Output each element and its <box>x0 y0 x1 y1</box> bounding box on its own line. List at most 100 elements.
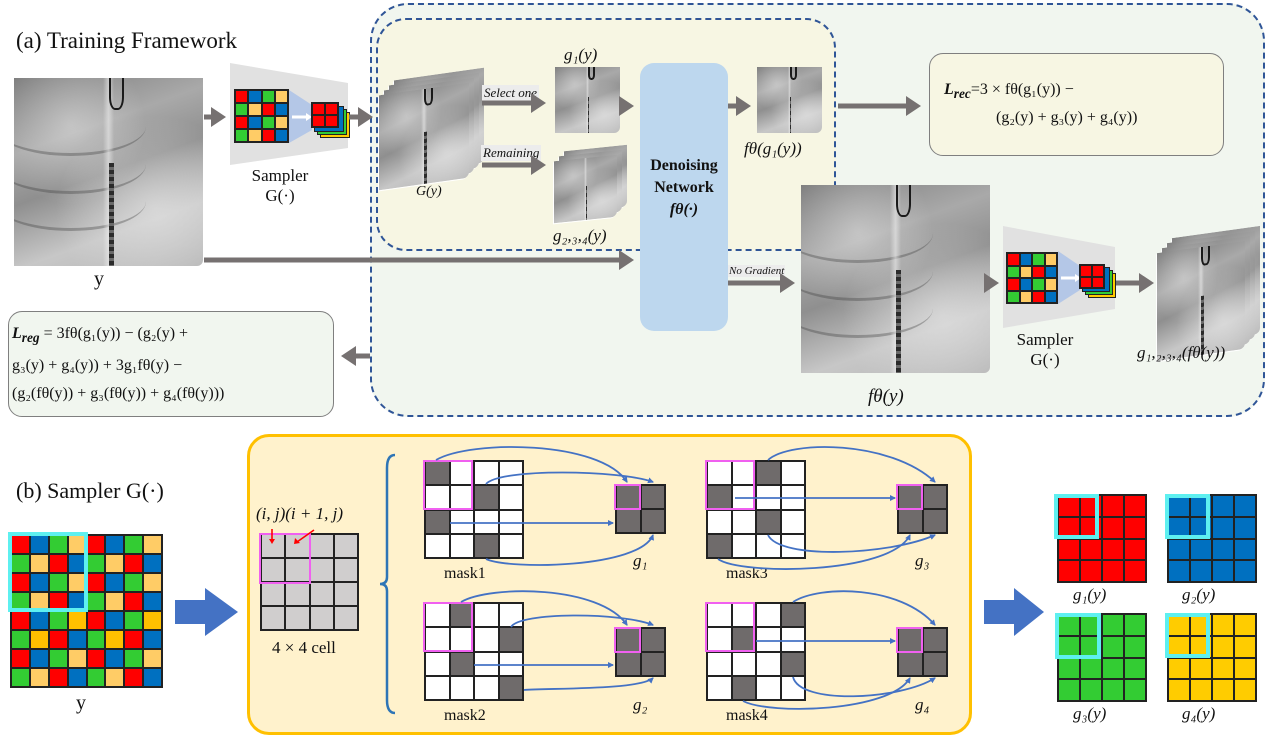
g4-sub-label: g₄ <box>915 695 930 714</box>
denoising-network <box>640 63 728 331</box>
grid-cell <box>1168 679 1190 701</box>
mask-cell-selected <box>756 461 781 486</box>
grid-cell <box>86 668 106 687</box>
g3-output-grid <box>1057 613 1147 702</box>
grid-cell <box>261 116 275 129</box>
mask-cell <box>780 627 805 652</box>
grid-cell <box>105 573 125 592</box>
mask4-highlight <box>705 602 755 652</box>
mask-cell <box>474 461 499 486</box>
g1-output-label: g₁(y) <box>1073 585 1107 604</box>
sampler-detail-box <box>247 434 972 735</box>
mask-cell <box>498 485 523 510</box>
grid-cell <box>309 558 334 582</box>
grid-cell <box>105 554 125 573</box>
g2-sub-label: g₂ <box>633 695 648 714</box>
grid-cell <box>1190 538 1212 561</box>
mask-cell <box>498 461 523 486</box>
grid-cell <box>29 573 49 592</box>
grid-cell <box>1234 516 1256 539</box>
grid-cell <box>1212 560 1234 582</box>
grid-cell <box>1007 265 1020 278</box>
mask-cell <box>449 627 474 652</box>
g4-output-highlight <box>1165 613 1210 658</box>
grid-cell <box>248 90 262 103</box>
sampler-label: Sampler G(·) <box>240 166 320 206</box>
grid-cell <box>105 630 125 649</box>
denoised-image <box>801 185 990 373</box>
grid-cell <box>248 129 262 142</box>
g4-sub-highlight <box>896 627 923 653</box>
mask3-highlight <box>705 460 755 510</box>
grid-cell <box>1102 657 1124 680</box>
grid-cell <box>333 558 358 582</box>
grid-cell <box>143 611 162 630</box>
grid-cell <box>143 554 162 573</box>
sampler-label-line1: Sampler <box>251 166 309 185</box>
mask-cell <box>756 603 781 628</box>
loss-reg-line1: = 3fθ(g₁(y)) − (g₂(y) + <box>39 325 189 342</box>
grid-cell <box>67 630 87 649</box>
grid-cell <box>143 668 162 687</box>
mask1-highlight <box>423 460 473 510</box>
grid-cell <box>1212 495 1234 517</box>
grid-cell <box>1102 495 1124 517</box>
g2-output-highlight <box>1165 494 1210 539</box>
grid-cell <box>1234 635 1256 658</box>
network-label-line3: fθ(·) <box>669 201 699 218</box>
g4-output-label: g₄(y) <box>1182 704 1216 723</box>
input-image <box>14 78 203 266</box>
mask-cell <box>449 533 474 558</box>
mask-cell <box>449 675 474 700</box>
g234-label: g₂,₃,₄(y) <box>553 226 607 245</box>
grid-cell <box>1124 516 1146 539</box>
loss-reg-subscript: reg <box>21 330 40 346</box>
grid-cell <box>1124 614 1146 636</box>
loss-reg-text: Lreg = 3fθ(g₁(y)) − (g₂(y) + g₃(y) + g₄(… <box>12 320 224 408</box>
grid-cell <box>1032 253 1045 266</box>
grid-cell <box>1032 278 1045 291</box>
remaining-label: Remaining <box>481 145 542 161</box>
grid-cell <box>235 129 249 142</box>
grid-cell <box>1080 560 1102 582</box>
g3-sub-label: g₃ <box>915 551 930 570</box>
grid-cell <box>1080 657 1102 680</box>
grid-cell <box>261 103 275 116</box>
grid-cell <box>1124 495 1146 517</box>
mask-cell-selected <box>474 533 499 558</box>
grid-cell <box>1212 679 1234 701</box>
grid-cell <box>261 606 286 630</box>
grid-cell <box>105 592 125 611</box>
loss-rec-box <box>929 53 1224 156</box>
grid-cell <box>124 535 144 554</box>
input-color-grid <box>10 534 163 688</box>
mask-cell <box>474 509 499 534</box>
network-label-line2: Network <box>654 179 714 196</box>
grid-cell <box>86 611 106 630</box>
grid-cell <box>1058 560 1080 582</box>
loss-reg-box <box>8 311 334 417</box>
grid-cell <box>1212 614 1234 636</box>
grid-cell <box>1102 516 1124 539</box>
g1234-label: g₁,₂,₃,₄(fθ(y)) <box>1137 343 1226 362</box>
mask-cell <box>731 509 756 534</box>
arrow-to-sampler-box <box>175 588 238 636</box>
grid-cell <box>1102 635 1124 658</box>
g2-sub-grid <box>615 627 666 677</box>
grid-cell <box>261 90 275 103</box>
loss-rec-line1: =3 × fθ(g₁(y)) − <box>970 81 1074 98</box>
mask-cell-selected <box>474 485 499 510</box>
select-one-label: Select one <box>482 85 540 101</box>
mask-cell <box>425 651 450 676</box>
grid-cell <box>124 592 144 611</box>
grid-cell <box>1032 265 1045 278</box>
grid-cell <box>1007 290 1020 303</box>
loss-reg-line2: g₃(y) + g₄(y)) + 3g₁fθ(y) − <box>12 357 183 375</box>
grid-cell <box>1058 679 1080 701</box>
mask-cell-selected <box>498 675 523 700</box>
grid-cell <box>248 116 262 129</box>
grid-cell <box>143 573 162 592</box>
grid-cell <box>1234 679 1256 701</box>
grid-cell <box>86 649 106 668</box>
grid-cell <box>48 649 68 668</box>
